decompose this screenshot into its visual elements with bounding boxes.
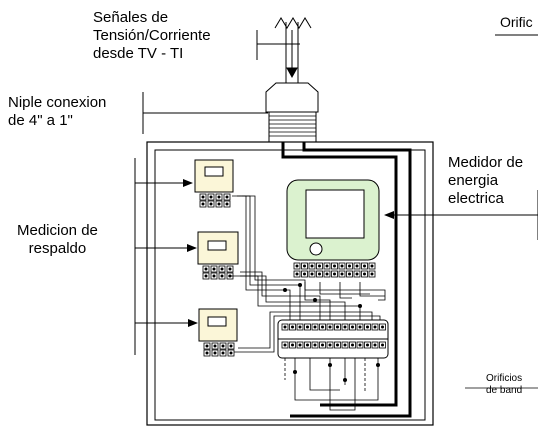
terminal-screw-head — [295, 264, 299, 268]
terminal-screw-head — [321, 325, 324, 329]
terminal-screw-head — [283, 343, 287, 347]
terminal-screw-head — [221, 344, 225, 348]
terminal-screw-head — [220, 274, 224, 278]
medicion-respaldo-label: Medicion de respaldo — [17, 222, 98, 257]
terminal-screw-head — [355, 264, 359, 268]
terminal-screw-head — [381, 325, 384, 329]
terminal-screw-head — [204, 267, 208, 271]
senales-label: Señales de Tensión/Corriente desde TV - … — [93, 9, 211, 62]
terminal-screw-head — [351, 325, 354, 329]
terminal-screw-head — [370, 264, 374, 268]
niple-connector — [265, 82, 319, 143]
niple-label: Niple conexion de 4" a 1" — [8, 94, 107, 129]
backup-meter-3 — [198, 308, 238, 342]
terminal-screw-head — [343, 343, 347, 347]
terminal-screw-head — [225, 195, 229, 199]
terminal-screw-head — [213, 344, 217, 348]
terminal-screw-head — [348, 264, 351, 268]
terminal-screw-head — [363, 272, 366, 276]
terminal-screw-head — [229, 344, 233, 348]
main-cables — [281, 142, 412, 418]
terminal-screw-head — [318, 272, 321, 276]
terminal-screw-head — [217, 202, 221, 206]
terminal-screw-head — [370, 272, 374, 276]
medidor-label: Medidor de energia electrica — [448, 154, 524, 207]
terminal-screw-head — [373, 343, 377, 347]
control-wiring — [228, 195, 386, 411]
terminal-screw-head — [204, 274, 208, 278]
terminal-screw-head — [298, 325, 302, 329]
terminal-screw-head — [325, 264, 329, 268]
terminal-screw-head — [212, 267, 216, 271]
terminal-screw-head — [298, 343, 302, 347]
terminal-screw-head — [228, 267, 232, 271]
terminal-screw-head — [333, 264, 336, 268]
terminal-screw-head — [336, 343, 339, 347]
terminal-screw-head — [306, 343, 309, 347]
terminal-screw-head — [291, 325, 294, 329]
terminal-screw-head — [351, 343, 354, 347]
terminal-screw-head — [225, 202, 229, 206]
terminal-screw-head — [328, 325, 332, 329]
terminal-screw-head — [310, 272, 314, 276]
terminal-screw-head — [295, 272, 299, 276]
orificios-bottom-label: Orificios de band — [486, 373, 523, 396]
terminal-screw-head — [340, 264, 344, 268]
terminal-screw-head — [325, 272, 329, 276]
backup-meter-2 — [197, 231, 239, 265]
terminal-screw-head — [205, 351, 209, 355]
terminal-screw-head — [366, 343, 369, 347]
terminal-screw-head — [358, 325, 362, 329]
terminal-screw-head — [205, 344, 209, 348]
terminal-screw-head — [318, 264, 321, 268]
enclosure-box — [146, 141, 434, 426]
wiring-junctions — [283, 283, 380, 382]
terminal-screw-head — [333, 272, 336, 276]
terminal-screw-head — [221, 351, 225, 355]
terminal-screw-head — [328, 343, 332, 347]
terminal-screw-head — [348, 272, 351, 276]
terminal-screw-head — [217, 195, 221, 199]
terminal-screw-head — [303, 264, 306, 268]
terminal-screw-head — [321, 343, 324, 347]
backup-meter-1 — [194, 159, 234, 193]
terminal-screw-head — [366, 325, 369, 329]
terminal-screw-head — [229, 351, 233, 355]
terminal-screw-head — [343, 325, 347, 329]
terminal-screw-head — [213, 351, 217, 355]
terminal-screw-head — [381, 343, 384, 347]
terminal-screw-head — [201, 202, 205, 206]
terminal-screw-head — [313, 325, 317, 329]
terminal-screw-head — [201, 195, 205, 199]
terminal-screw-head — [306, 325, 309, 329]
terminal-screw-head — [303, 272, 306, 276]
terminal-screw-head — [291, 343, 294, 347]
terminal-screw-head — [363, 264, 366, 268]
terminal-screw-head — [283, 325, 287, 329]
main-meter-terminal-block — [293, 262, 376, 278]
terminal-screw-head — [340, 272, 344, 276]
orificio-top-label: Orific — [500, 14, 533, 30]
terminal-screw-head — [212, 274, 216, 278]
terminal-screw-head — [358, 343, 362, 347]
terminal-screw-head — [209, 195, 213, 199]
incoming-signal-cable — [274, 17, 312, 83]
main-energy-meter — [286, 179, 380, 261]
terminal-screw-head — [209, 202, 213, 206]
terminal-screw-head — [373, 325, 377, 329]
terminal-screw-head — [220, 267, 224, 271]
terminal-screw-head — [310, 264, 314, 268]
terminal-strip-screws — [281, 323, 386, 349]
terminal-screw-head — [336, 325, 339, 329]
terminal-screw-head — [355, 272, 359, 276]
meter-led-icon — [309, 242, 323, 256]
terminal-screw-head — [313, 343, 317, 347]
